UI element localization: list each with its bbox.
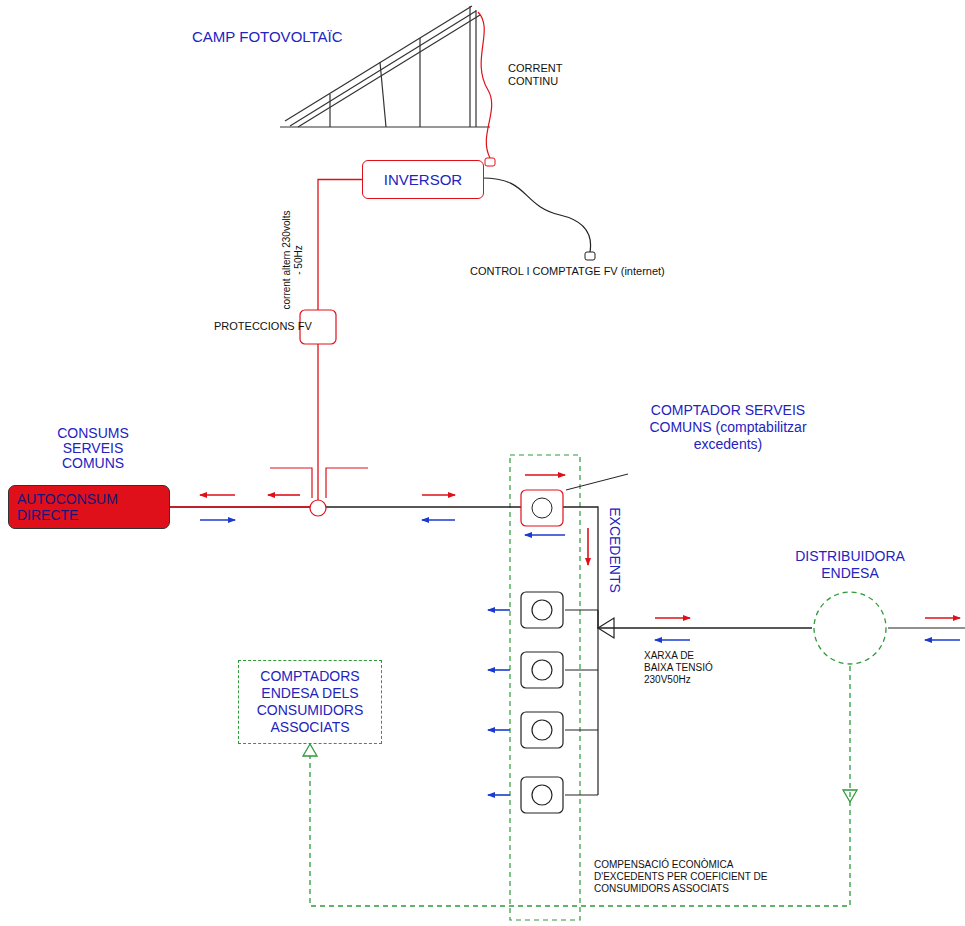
box-label: INVERSOR	[369, 171, 477, 188]
label: CAMP FOTOVOLTAÏC	[192, 28, 343, 45]
distributor-circle	[812, 590, 888, 666]
junction-tee	[270, 468, 368, 498]
solar-panel	[280, 6, 490, 127]
meter	[521, 490, 563, 526]
flow-arrows	[200, 475, 960, 795]
plug	[485, 158, 495, 166]
dc-cable	[478, 12, 492, 158]
edge-label: COMPENSACIÓ ECONÒMICA D'EXCEDENTS PER CO…	[592, 858, 778, 896]
box-label: COMPTADORS ENDESA DELS CONSUMIDORS ASSOC…	[245, 668, 375, 736]
connector	[310, 666, 850, 906]
label: CONTROL I COMPTATGE FV (internet)	[470, 265, 665, 277]
meter-bus	[565, 610, 614, 795]
node-heading: CONSUMS SERVEIS COMUNS	[48, 426, 138, 471]
connector	[170, 507, 812, 628]
node-heading: DISTRIBUIDORA ENDESA	[780, 548, 920, 582]
inverter-box: INVERSOR	[362, 160, 484, 199]
callout: COMPTADOR SERVEIS COMUNS (comptabilitzar…	[618, 402, 838, 453]
grid-line	[888, 627, 965, 628]
arrowhead	[303, 744, 317, 756]
label: PROTECCIONS FV	[214, 320, 312, 332]
label: CORRENT CONTINU	[508, 62, 580, 88]
plug	[585, 252, 595, 260]
distributor-node: DISTRIBUIDORA ENDESA	[780, 548, 920, 582]
label: EXCEDENTS	[607, 505, 623, 595]
meters-group-box: COMPTADORS ENDESA DELS CONSUMIDORS ASSOC…	[238, 660, 382, 744]
meter-panel	[510, 455, 580, 920]
consumer-node: CONSUMS SERVEIS COMUNS AUTOCONSUM DIRECTE	[8, 426, 170, 529]
junction	[310, 500, 326, 516]
box-label: AUTOCONSUM DIRECTE	[17, 491, 161, 523]
label: XARXA DE BAIXA TENSIÓ 230V50Hz	[644, 650, 720, 686]
label: corrent altern 230volts - 50Hz	[281, 210, 305, 310]
connector	[170, 180, 362, 508]
leader-line	[566, 474, 628, 490]
callout-text: COMPTADOR SERVEIS COMUNS (comptabilitzar…	[623, 402, 833, 453]
internet-cable	[482, 178, 591, 252]
self-consumption-box: AUTOCONSUM DIRECTE	[8, 485, 170, 529]
meter	[521, 592, 563, 813]
